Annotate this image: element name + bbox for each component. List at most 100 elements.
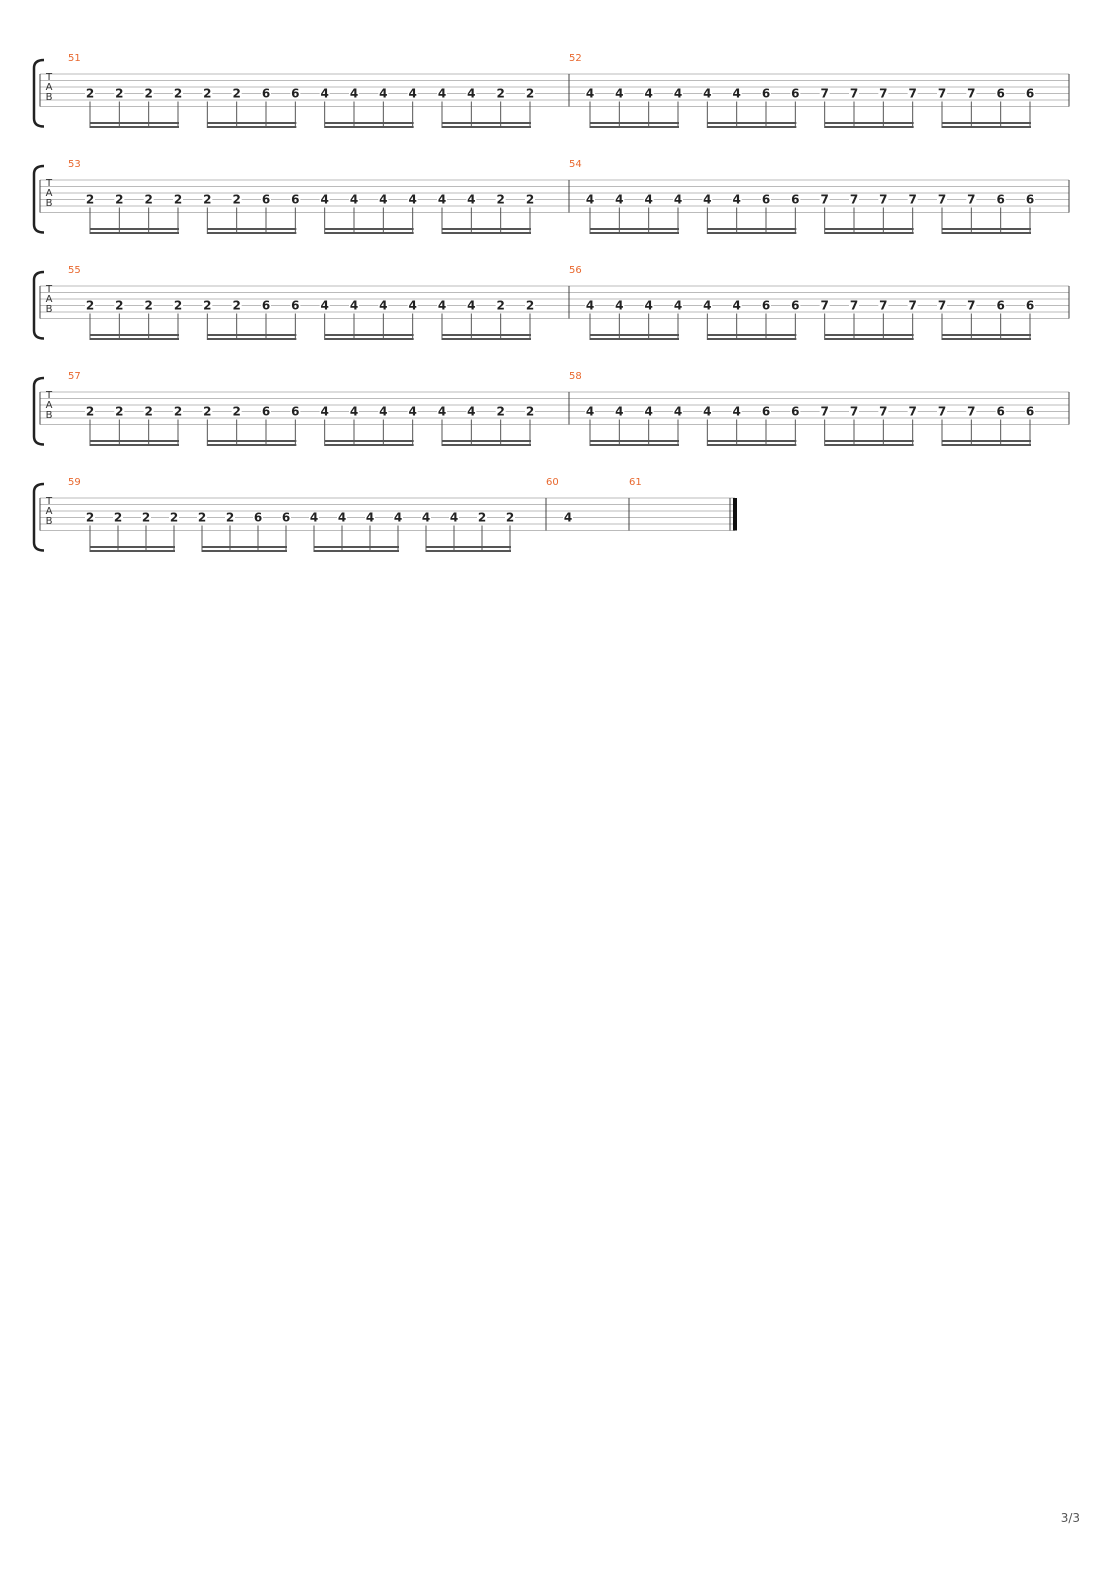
fret-backing xyxy=(907,405,918,418)
fret-number: 6 xyxy=(762,193,770,207)
beam-primary xyxy=(824,228,914,230)
fret-number: 7 xyxy=(938,405,946,419)
fret-number: 2 xyxy=(115,405,123,419)
fret-backing xyxy=(85,299,95,312)
fret-backing xyxy=(349,405,359,418)
fret-backing xyxy=(319,405,330,418)
fret-backing xyxy=(466,193,477,206)
fret-backing xyxy=(525,405,535,418)
beam-secondary xyxy=(90,232,179,234)
fret-backing xyxy=(937,405,947,418)
fret-backing xyxy=(495,299,506,312)
fret-number: 4 xyxy=(350,87,358,101)
fret-backing xyxy=(173,193,183,206)
fret-backing xyxy=(937,87,947,100)
beam-secondary xyxy=(590,444,679,446)
fret-number: 4 xyxy=(394,511,402,525)
beam-primary xyxy=(442,228,531,230)
tab-clef-letter: B xyxy=(46,92,53,103)
measure-number: 53 xyxy=(68,159,81,170)
fret-number: 2 xyxy=(174,299,182,313)
fret-backing xyxy=(495,87,506,100)
beam-primary xyxy=(324,440,414,442)
fret-number: 4 xyxy=(422,511,430,525)
measure-number: 60 xyxy=(546,477,559,488)
tab-clef-letter: A xyxy=(46,506,53,517)
fret-backing xyxy=(505,511,515,524)
fret-backing xyxy=(1025,405,1035,418)
fret-backing xyxy=(819,87,830,100)
fret-backing xyxy=(907,299,918,312)
fret-number: 4 xyxy=(366,511,374,525)
measure-number: 54 xyxy=(569,159,582,170)
fret-number: 2 xyxy=(144,299,152,313)
measure-number: 55 xyxy=(68,265,81,276)
fret-number: 4 xyxy=(320,299,328,313)
beam-primary xyxy=(824,334,914,336)
beam-secondary xyxy=(207,126,297,128)
fret-number: 4 xyxy=(615,87,623,101)
page-number: 3/3 xyxy=(1060,1511,1080,1525)
fret-number: 4 xyxy=(438,87,446,101)
fret-number: 2 xyxy=(86,511,94,525)
fret-number: 2 xyxy=(232,299,240,313)
tab-clef-letter: B xyxy=(46,516,53,527)
fret-number: 2 xyxy=(496,87,504,101)
fret-number: 4 xyxy=(467,87,475,101)
fret-number: 4 xyxy=(586,87,594,101)
beam-primary xyxy=(207,122,297,124)
fret-backing xyxy=(319,87,330,100)
fret-backing xyxy=(966,193,977,206)
fret-backing xyxy=(378,193,389,206)
beam-secondary xyxy=(590,338,679,340)
beam-secondary xyxy=(426,550,511,552)
fret-number: 7 xyxy=(908,193,916,207)
fret-number: 4 xyxy=(615,299,623,313)
fret-number: 7 xyxy=(820,193,828,207)
fret-backing xyxy=(995,405,1006,418)
fret-number: 4 xyxy=(732,193,740,207)
fret-backing xyxy=(143,193,154,206)
tab-clef-letter: B xyxy=(46,198,53,209)
fret-backing xyxy=(466,87,477,100)
fret-backing xyxy=(393,511,403,524)
fret-number: 7 xyxy=(938,87,946,101)
fret-backing xyxy=(614,193,625,206)
fret-backing xyxy=(702,299,713,312)
fret-number: 6 xyxy=(262,405,270,419)
fret-number: 2 xyxy=(142,511,150,525)
beam-secondary xyxy=(707,338,797,340)
fret-number: 2 xyxy=(232,193,240,207)
fret-backing xyxy=(169,511,179,524)
fret-backing xyxy=(202,405,213,418)
fret-number: 2 xyxy=(115,299,123,313)
fret-number: 4 xyxy=(615,193,623,207)
beam-primary xyxy=(824,122,914,124)
fret-backing xyxy=(849,405,859,418)
fret-backing xyxy=(819,299,830,312)
fret-number: 4 xyxy=(467,405,475,419)
fret-number: 2 xyxy=(496,299,504,313)
fret-number: 2 xyxy=(496,193,504,207)
beam-primary xyxy=(426,546,511,548)
fret-backing xyxy=(231,193,242,206)
fret-backing xyxy=(995,193,1006,206)
fret-backing xyxy=(761,87,771,100)
beam-secondary xyxy=(824,232,914,234)
fret-number: 2 xyxy=(115,193,123,207)
fret-backing xyxy=(309,511,319,524)
beam-secondary xyxy=(202,550,287,552)
beam-primary xyxy=(590,440,679,442)
beam-secondary xyxy=(824,126,914,128)
fret-backing xyxy=(231,405,242,418)
fret-number: 7 xyxy=(879,405,887,419)
fret-number: 6 xyxy=(1026,405,1034,419)
fret-number: 4 xyxy=(379,405,387,419)
fret-backing xyxy=(819,405,830,418)
fret-backing xyxy=(614,405,625,418)
fret-backing xyxy=(702,193,713,206)
fret-backing xyxy=(761,193,771,206)
fret-number: 6 xyxy=(791,405,799,419)
fret-backing xyxy=(790,193,801,206)
tab-clef-letter: B xyxy=(46,304,53,315)
